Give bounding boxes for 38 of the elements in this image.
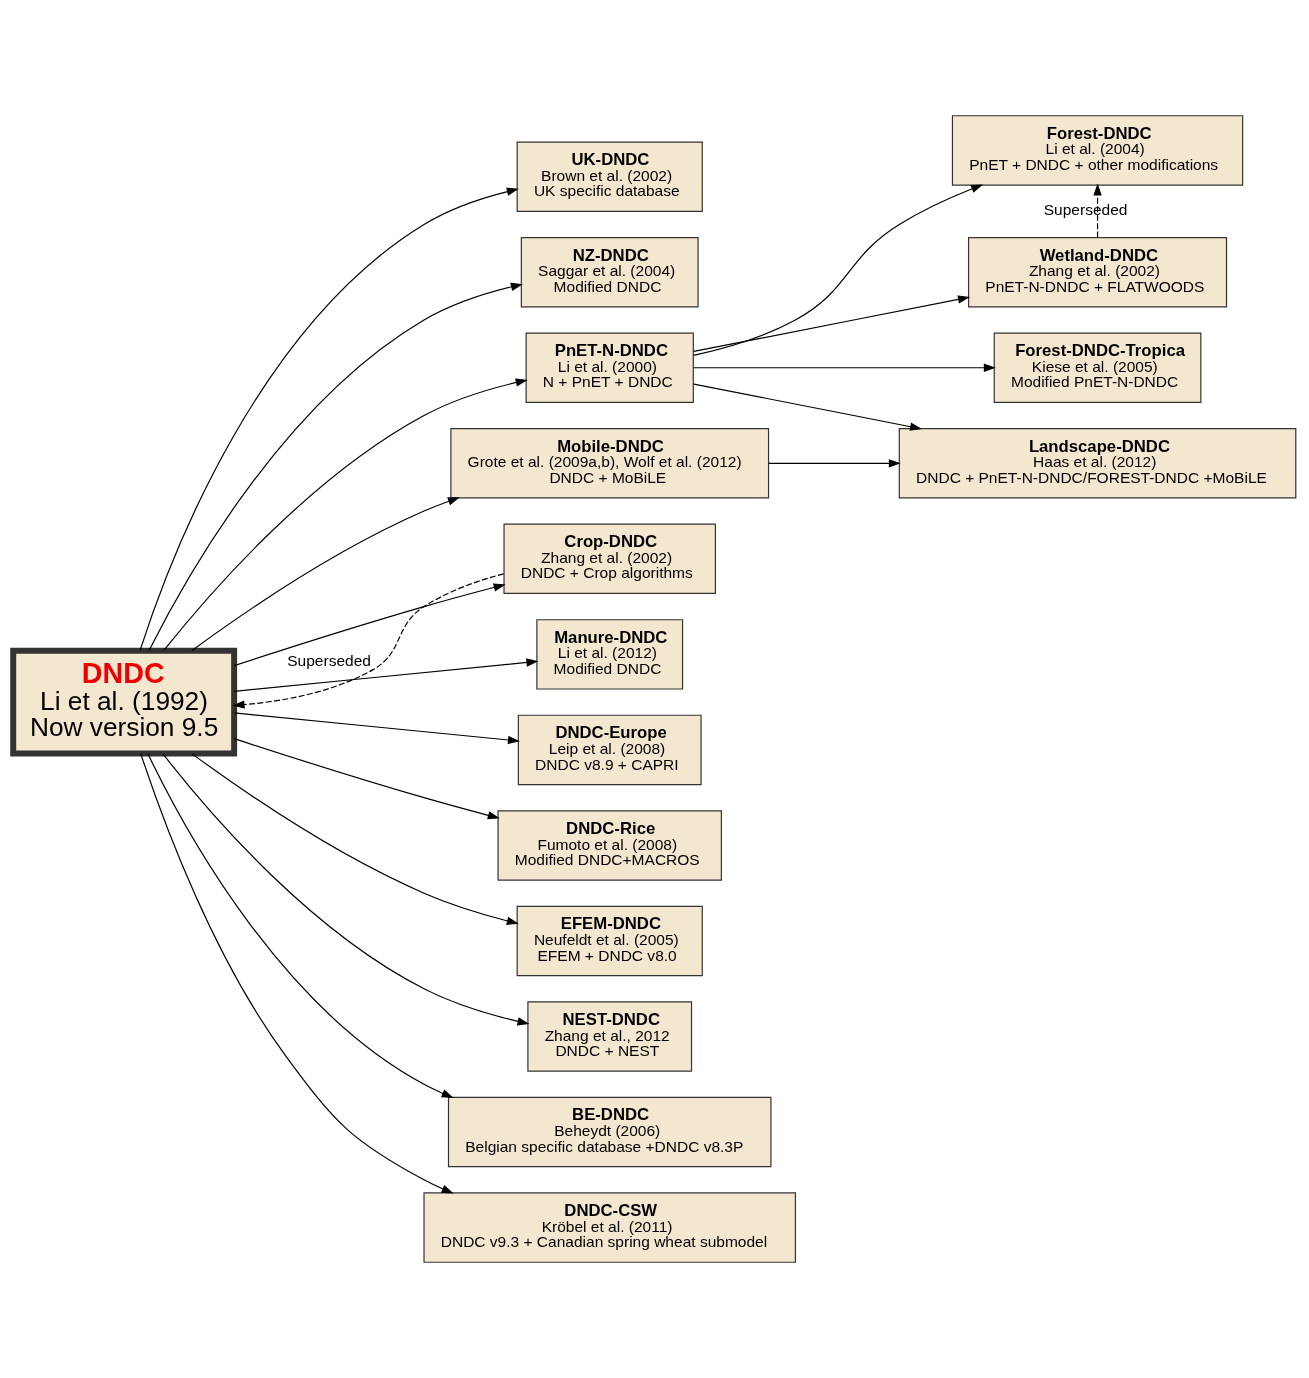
node-box: NZ-DNDC Saggar et al. (2004) Modified DNDC: [520, 237, 699, 308]
edge-label: Superseded: [287, 651, 371, 669]
node-box: DNDC-Europe Leip et al. (2008) DNDC v8.9 + CAPRI: [517, 714, 702, 786]
arrow: [191, 497, 460, 651]
node-box: Wetland-DNDC Zhang et al. (2002) PnET-N-DNDC + FLATWOODS: [968, 237, 1228, 308]
arrow: [233, 738, 500, 820]
arrow: [693, 383, 922, 431]
node-box: Landscape-DNDC Haas et al. (2012) DNDC + PnET-N-DNDC/FOREST-DNDC +MoBiLE: [898, 428, 1297, 499]
arrow: [162, 753, 530, 1026]
arrow: [163, 378, 528, 652]
node-box: Mobile-DNDC Grote et al. (2009a,b), Wolf et al. (2012) DNDC + MoBiLE: [450, 428, 770, 499]
arrow: [1093, 183, 1102, 238]
arrow: [148, 282, 523, 652]
arrow: [147, 752, 454, 1098]
node-box: PnET-N-DNDC Li et al. (2000) N + PnET + DNDC: [525, 332, 694, 403]
arrow: [140, 753, 454, 1194]
arrow: [233, 658, 539, 692]
arrow: [139, 187, 519, 652]
node-box: DNDC-CSW Kröbel et al. (2011) DNDC v9.3 + Canadian spring wheat submodel: [423, 1192, 796, 1263]
node-box: UK-DNDC Brown et al. (2002) UK specific database: [516, 141, 703, 212]
arrow: [693, 295, 970, 353]
node-box: Manure-DNDC Li et al. (2012) Modified DNDC: [536, 619, 684, 690]
arrow: [191, 753, 519, 925]
arrow: [693, 363, 996, 372]
arrow: [233, 712, 520, 745]
node-box: BE-DNDC Beheydt (2006) Belgian specific database +DNDC v8.3P: [447, 1096, 772, 1168]
arrow: [232, 573, 505, 709]
node-box: DNDC-Rice Fumoto et al. (2008) Modified DNDC+MACROS: [497, 810, 722, 881]
node-box: EFEM-DNDC Neufeldt et al. (2005) EFEM + DNDC v8.0: [516, 905, 703, 977]
node-box: DNDC Li et al. (1992) Now version 9.5: [10, 647, 238, 757]
node-box: Forest-DNDC-Tropica Kiese et al. (2005) Modified PnET-N-DNDC: [993, 332, 1202, 403]
node-box: Forest-DNDC Li et al. (2004) PnET + DNDC + other modifications: [951, 115, 1244, 186]
edge-label: Superseded: [1043, 201, 1128, 219]
arrow: [768, 459, 901, 468]
arrow: [233, 583, 506, 667]
node-box: NEST-DNDC Zhang et al., 2012 DNDC + NEST: [527, 1001, 693, 1072]
arrow: [693, 184, 984, 356]
node-box: Crop-DNDC Zhang et al. (2002) DNDC + Crop algorithms: [503, 523, 716, 595]
